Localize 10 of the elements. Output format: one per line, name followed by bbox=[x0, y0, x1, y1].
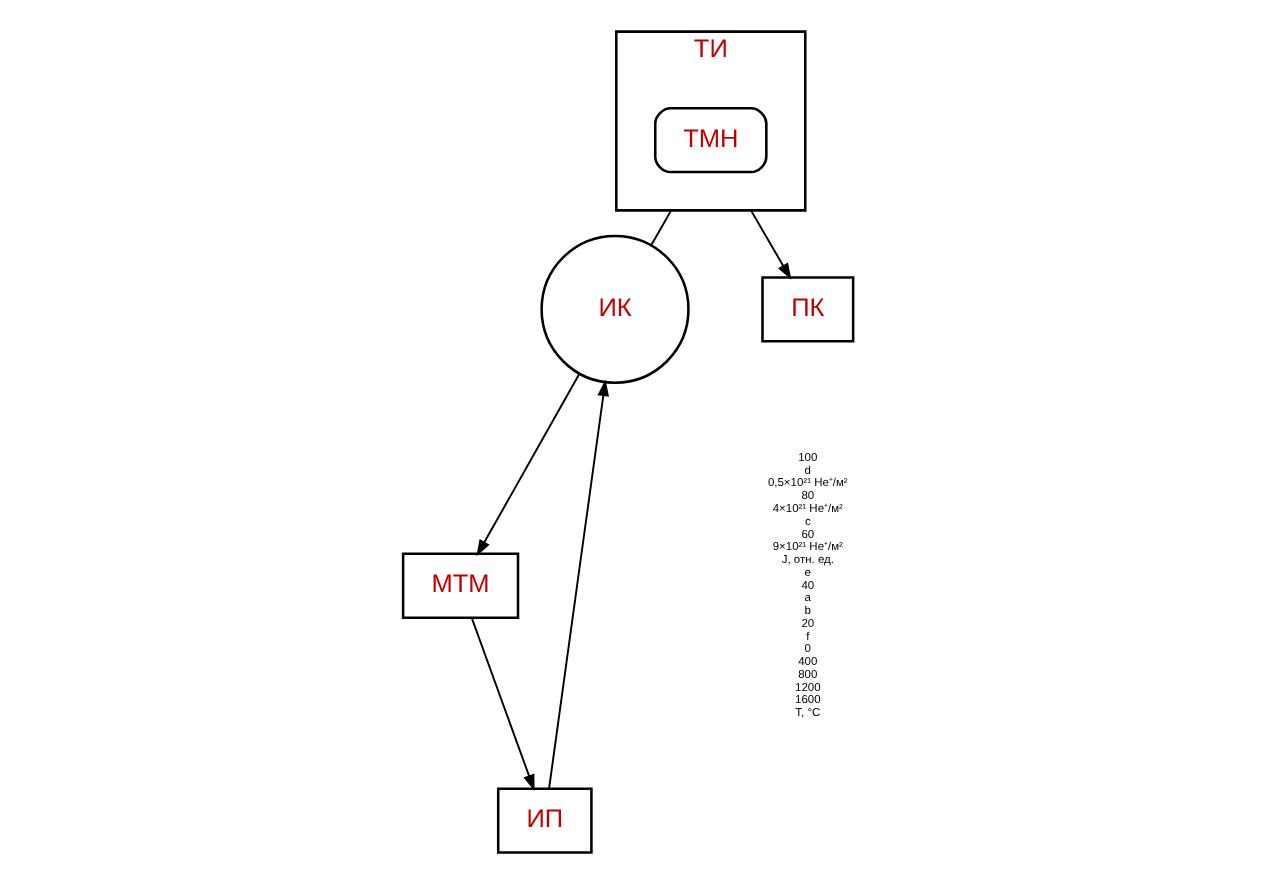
node-box: ИП bbox=[496, 787, 593, 854]
connector bbox=[650, 209, 673, 247]
node-box: ПК bbox=[761, 276, 855, 343]
node-circle: ИК bbox=[540, 234, 690, 384]
arrow bbox=[750, 209, 792, 280]
node-box: ТМН bbox=[654, 106, 768, 174]
arrow bbox=[548, 379, 609, 790]
node-box: МТМ bbox=[401, 552, 520, 619]
arrow bbox=[476, 372, 581, 557]
arrow bbox=[470, 616, 535, 792]
